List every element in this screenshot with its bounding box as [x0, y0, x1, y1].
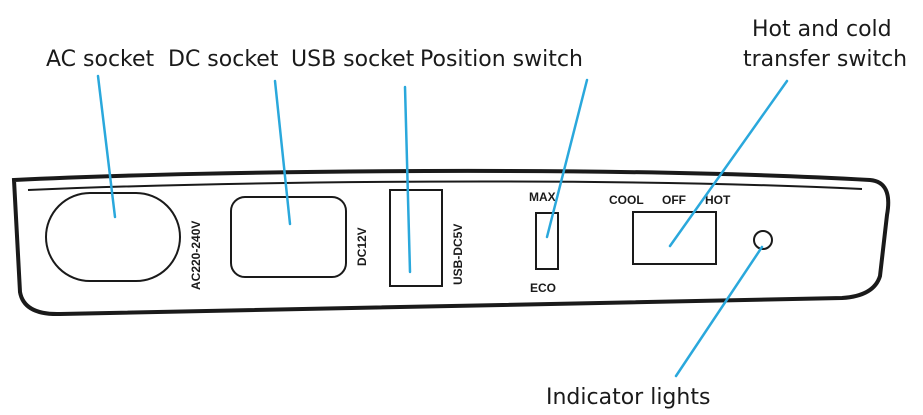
- dc-socket-callout: DC socket: [168, 47, 279, 72]
- hot-label: HOT: [705, 193, 731, 207]
- ac-socket-callout: AC socket: [46, 47, 155, 72]
- position-switch: [535, 212, 559, 270]
- indicator-leader: [674, 245, 764, 378]
- dc-socket: [230, 196, 347, 278]
- position-switch-callout: Position switch: [420, 47, 583, 72]
- indicator-callout: Indicator lights: [546, 385, 710, 410]
- usb-socket-leader: [403, 85, 412, 274]
- ac-voltage-label: AC220-240V: [189, 221, 203, 290]
- hot-cold-callout-line2: transfer switch: [743, 47, 907, 72]
- device-top-rim: [27, 180, 863, 191]
- hot-cold-switch: [632, 211, 717, 265]
- usb-voltage-label: USB-DC5V: [451, 224, 465, 285]
- position-switch-leader: [545, 78, 589, 239]
- indicator-light: [753, 230, 773, 250]
- max-label: MAX: [529, 190, 556, 204]
- device-body: [11, 168, 891, 317]
- usb-socket-callout: USB socket: [291, 47, 415, 72]
- ac-socket-leader: [96, 74, 117, 219]
- cool-label: COOL: [609, 193, 644, 207]
- off-label: OFF: [662, 193, 686, 207]
- eco-label: ECO: [530, 281, 556, 295]
- usb-socket: [389, 189, 443, 287]
- dc-voltage-label: DC12V: [355, 227, 369, 266]
- hot-cold-callout-line1: Hot and cold: [752, 17, 892, 42]
- dc-socket-leader: [273, 79, 292, 226]
- hot-cold-switch-leader: [668, 79, 789, 248]
